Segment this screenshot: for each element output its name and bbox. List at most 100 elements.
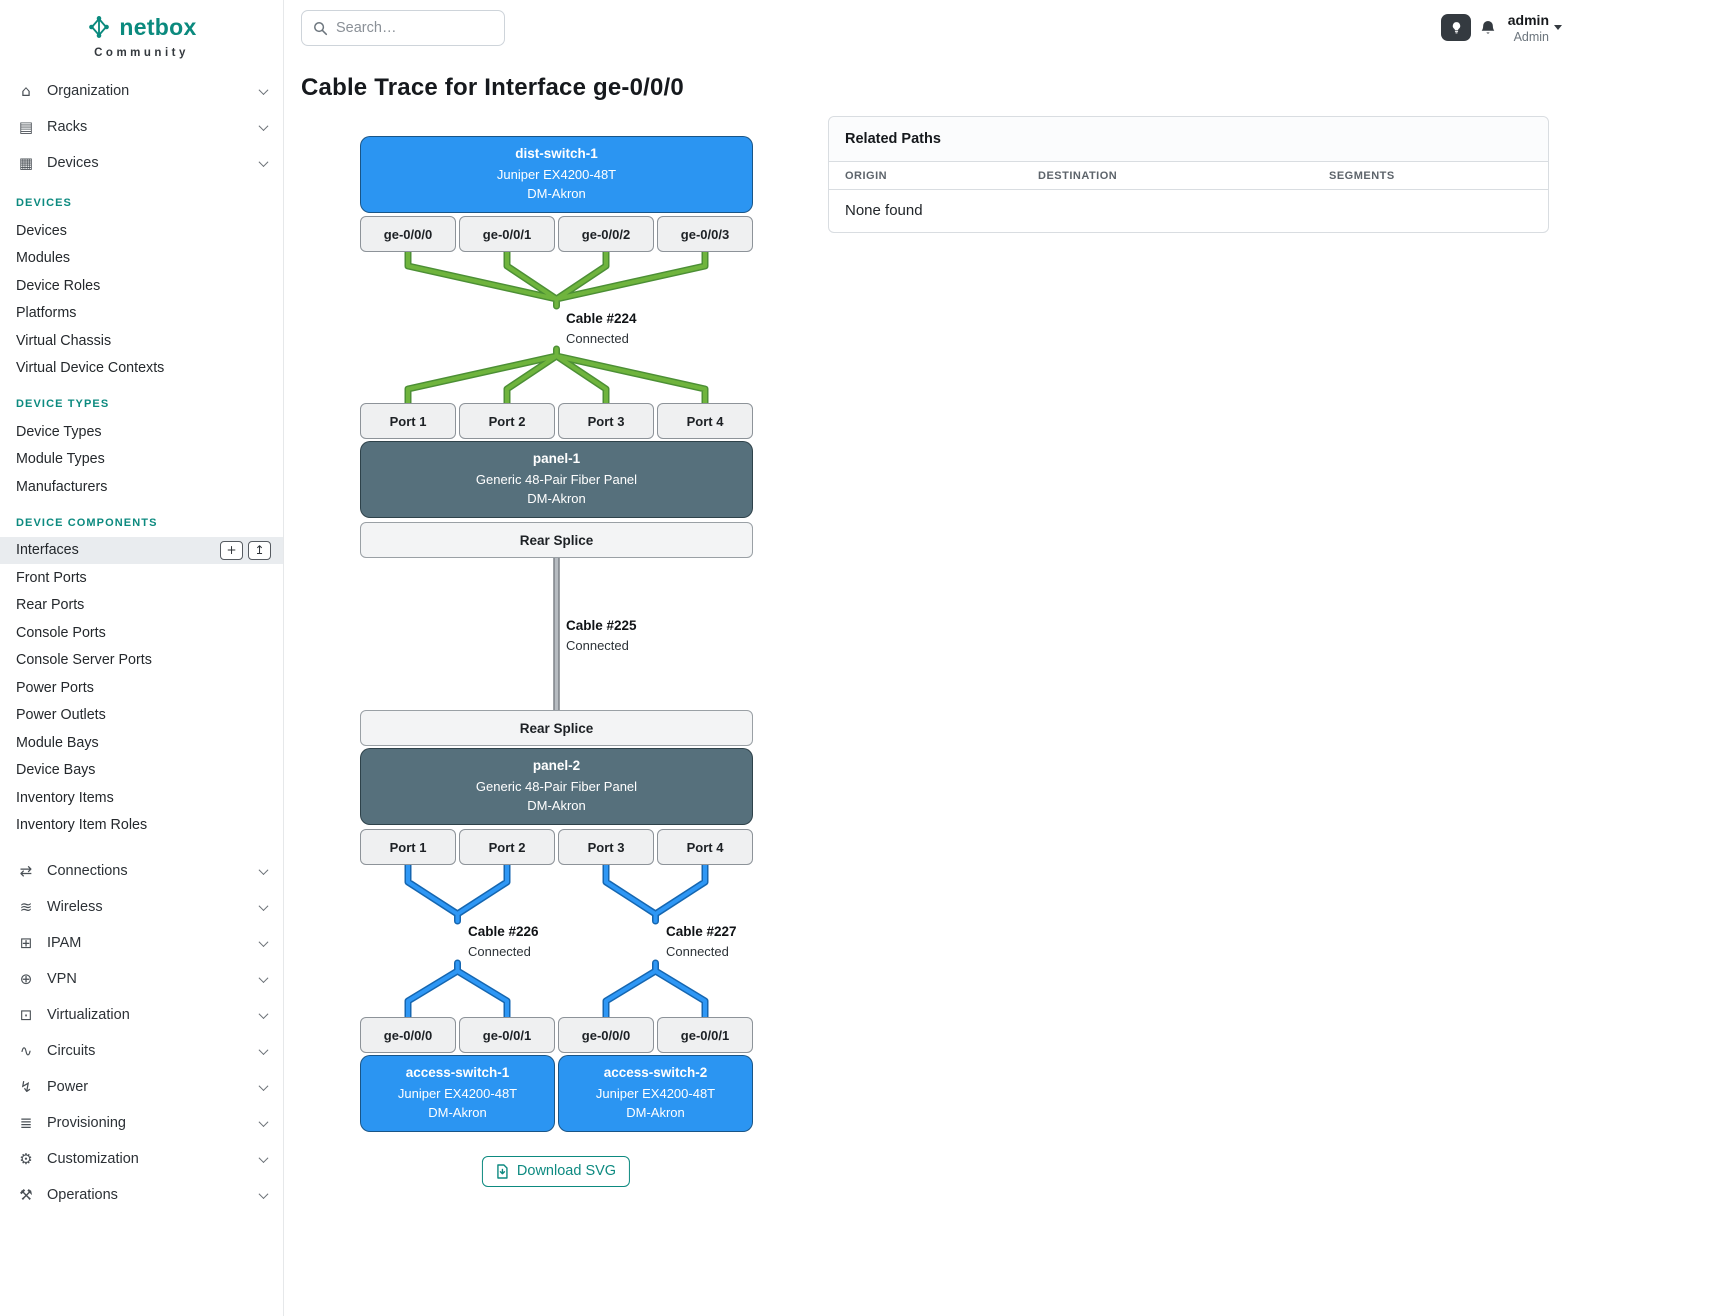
user-menu-caret bbox=[1554, 25, 1562, 30]
chevron-down-icon bbox=[258, 972, 269, 983]
port-panel2-4[interactable]: Port 4 bbox=[657, 829, 753, 865]
device-site: DM-Akron bbox=[527, 186, 586, 201]
iface-dist-ge-0-0-0[interactable]: ge-0/0/0 bbox=[360, 216, 456, 252]
trace-node-panel-2[interactable]: panel-2 Generic 48-Pair Fiber Panel DM-A… bbox=[360, 748, 753, 825]
chevron-down-icon bbox=[258, 900, 269, 911]
sidebar-item-devices[interactable]: ▦ Devices bbox=[0, 145, 283, 181]
sidebar-item-console-ports[interactable]: Console Ports bbox=[16, 624, 106, 641]
netbox-logo-icon bbox=[89, 16, 110, 38]
cable-226-label[interactable]: Cable #226 Connected bbox=[468, 924, 539, 959]
search-input[interactable] bbox=[336, 20, 493, 36]
sidebar-item-module-types[interactable]: Module Types bbox=[16, 451, 105, 468]
sidebar-item-manufacturers[interactable]: Manufacturers bbox=[16, 478, 108, 495]
chevron-down-icon bbox=[258, 864, 269, 875]
sidebar-item-front-ports[interactable]: Front Ports bbox=[16, 569, 87, 586]
sidebar-item-platforms[interactable]: Platforms bbox=[16, 305, 77, 322]
add-button[interactable]: + bbox=[220, 540, 243, 560]
rear-splice-panel-2[interactable]: Rear Splice bbox=[360, 710, 753, 746]
sidebar-item-customization[interactable]: ⚙ Customization bbox=[0, 1141, 283, 1177]
file-download-icon bbox=[497, 1163, 508, 1179]
iface-dist-ge-0-0-1[interactable]: ge-0/0/1 bbox=[459, 216, 555, 252]
virtualization-icon: ⊡ bbox=[19, 1006, 33, 1024]
sidebar-item-power[interactable]: ↯ Power bbox=[0, 1069, 283, 1105]
sidebar-item-modules[interactable]: Modules bbox=[16, 250, 71, 267]
port-panel2-1[interactable]: Port 1 bbox=[360, 829, 456, 865]
iface-access2-ge-0-0-1[interactable]: ge-0/0/1 bbox=[657, 1017, 753, 1053]
dark-mode-toggle[interactable] bbox=[1441, 14, 1471, 41]
iface-dist-ge-0-0-3[interactable]: ge-0/0/3 bbox=[657, 216, 753, 252]
port-panel1-1[interactable]: Port 1 bbox=[360, 403, 456, 439]
sidebar-item-module-bays[interactable]: Module Bays bbox=[16, 734, 99, 751]
notifications-button[interactable] bbox=[1477, 17, 1499, 39]
port-panel2-2[interactable]: Port 2 bbox=[459, 829, 555, 865]
rear-splice-panel-1[interactable]: Rear Splice bbox=[360, 522, 753, 558]
iface-access1-ge-0-0-1[interactable]: ge-0/0/1 bbox=[459, 1017, 555, 1053]
iface-dist-ge-0-0-2[interactable]: ge-0/0/2 bbox=[558, 216, 654, 252]
sidebar-item-rear-ports[interactable]: Rear Ports bbox=[16, 597, 85, 614]
iface-access1-ge-0-0-0[interactable]: ge-0/0/0 bbox=[360, 1017, 456, 1053]
port-panel1-4[interactable]: Port 4 bbox=[657, 403, 753, 439]
sidebar-item-console-server-ports[interactable]: Console Server Ports bbox=[16, 652, 152, 669]
sidebar-item-device-types[interactable]: Device Types bbox=[16, 423, 102, 440]
sidebar-item-device-bays[interactable]: Device Bays bbox=[16, 762, 96, 779]
global-search bbox=[301, 10, 505, 46]
column-origin: ORIGIN bbox=[845, 170, 888, 182]
sidebar-item-interfaces[interactable]: Interfaces + ↥ bbox=[0, 536, 283, 564]
device-site: DM-Akron bbox=[527, 798, 586, 813]
port-panel1-2[interactable]: Port 2 bbox=[459, 403, 555, 439]
sidebar-item-power-outlets[interactable]: Power Outlets bbox=[16, 707, 106, 724]
chevron-down-icon bbox=[258, 120, 269, 131]
download-svg-button[interactable]: Download SVG bbox=[481, 1156, 631, 1187]
sidebar-item-connections[interactable]: ⇄ Connections bbox=[0, 853, 283, 889]
port-panel2-3[interactable]: Port 3 bbox=[558, 829, 654, 865]
sidebar-item-racks[interactable]: ▤ Racks bbox=[0, 109, 283, 145]
trace-node-access-switch-2[interactable]: access-switch-2 Juniper EX4200-48T DM-Ak… bbox=[558, 1055, 753, 1132]
sidebar-item-virtualization[interactable]: ⊡ Virtualization bbox=[0, 997, 283, 1033]
user-menu[interactable]: admin Admin bbox=[1478, 12, 1549, 45]
trace-node-access-switch-1[interactable]: access-switch-1 Juniper EX4200-48T DM-Ak… bbox=[360, 1055, 555, 1132]
chevron-down-icon bbox=[258, 936, 269, 947]
cable-225-label[interactable]: Cable #225 Connected bbox=[566, 618, 637, 653]
device-name: panel-1 bbox=[532, 450, 581, 466]
device-name: panel-2 bbox=[532, 757, 581, 773]
sidebar-item-label: Racks bbox=[47, 119, 88, 135]
sidebar-item-virtual-chassis[interactable]: Virtual Chassis bbox=[16, 332, 112, 349]
cable-status: Connected bbox=[566, 637, 629, 653]
sidebar-item-virtual-device-contexts[interactable]: Virtual Device Contexts bbox=[16, 360, 165, 377]
port-panel1-3[interactable]: Port 3 bbox=[558, 403, 654, 439]
sidebar-item-operations[interactable]: ⚒ Operations bbox=[0, 1177, 283, 1213]
section-heading-device-types: DEVICE TYPES bbox=[16, 398, 110, 410]
chevron-down-icon bbox=[258, 156, 269, 167]
import-button[interactable]: ↥ bbox=[248, 540, 271, 560]
sidebar-item-provisioning[interactable]: ≣ Provisioning bbox=[0, 1105, 283, 1141]
vpn-icon: ⊕ bbox=[19, 970, 33, 988]
iface-access2-ge-0-0-0[interactable]: ge-0/0/0 bbox=[558, 1017, 654, 1053]
customization-icon: ⚙ bbox=[19, 1150, 33, 1168]
trace-node-dist-switch-1[interactable]: dist-switch-1 Juniper EX4200-48T DM-Akro… bbox=[360, 136, 753, 213]
device-name: access-switch-2 bbox=[603, 1064, 708, 1080]
chevron-down-icon bbox=[258, 1116, 269, 1127]
devices-icon: ▦ bbox=[18, 154, 34, 172]
sidebar-item-vpn[interactable]: ⊕ VPN bbox=[0, 961, 283, 997]
sidebar-item-inventory-items[interactable]: Inventory Items bbox=[16, 789, 114, 806]
sidebar-bottom-group: ⇄ Connections ≋ Wireless ⊞ IPAM ⊕ VPN ⊡ … bbox=[0, 853, 283, 1213]
cable-224-label[interactable]: Cable #224 Connected bbox=[566, 311, 637, 346]
related-paths-card: Related Paths ORIGIN DESTINATION SEGMENT… bbox=[828, 116, 1549, 233]
sidebar-item-circuits[interactable]: ∿ Circuits bbox=[0, 1033, 283, 1069]
racks-icon: ▤ bbox=[18, 118, 34, 136]
sidebar-item-inventory-item-roles[interactable]: Inventory Item Roles bbox=[16, 817, 148, 834]
sidebar: netbox Community ⌂ Organization ▤ Racks … bbox=[0, 0, 284, 1316]
sidebar-item-device-roles[interactable]: Device Roles bbox=[16, 277, 101, 294]
sidebar-item-power-ports[interactable]: Power Ports bbox=[16, 679, 94, 696]
cable-227-label[interactable]: Cable #227 Connected bbox=[666, 924, 737, 959]
sidebar-item-ipam[interactable]: ⊞ IPAM bbox=[0, 925, 283, 961]
sidebar-item-organization[interactable]: ⌂ Organization bbox=[0, 73, 283, 109]
sidebar-item-devices-list[interactable]: Devices bbox=[16, 222, 67, 239]
netbox-logo[interactable]: netbox bbox=[86, 12, 196, 42]
operations-icon: ⚒ bbox=[19, 1186, 33, 1204]
device-site: DM-Akron bbox=[527, 491, 586, 506]
sidebar-item-wireless[interactable]: ≋ Wireless bbox=[0, 889, 283, 925]
trace-node-panel-1[interactable]: panel-1 Generic 48-Pair Fiber Panel DM-A… bbox=[360, 441, 753, 518]
section-heading-device-components: DEVICE COMPONENTS bbox=[16, 516, 158, 529]
cable-status: Connected bbox=[566, 330, 629, 346]
